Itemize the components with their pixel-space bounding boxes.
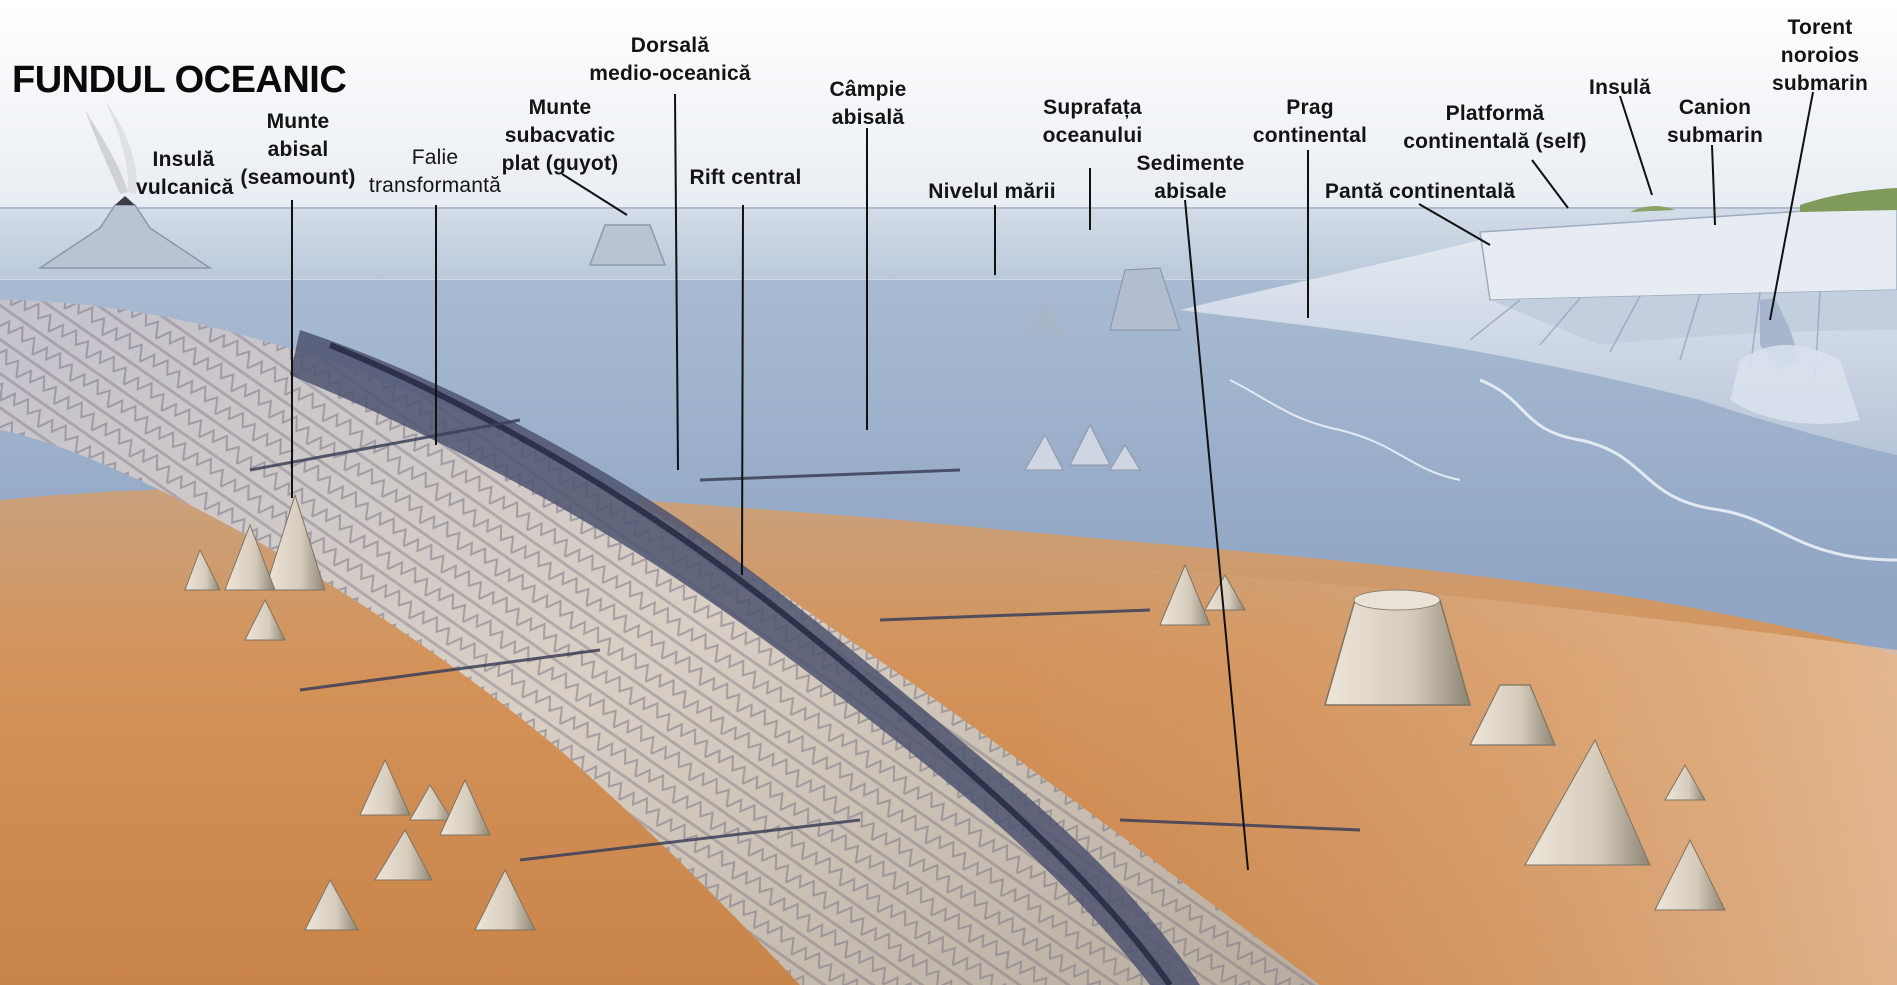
label-campie-abisala: Câmpie abisală bbox=[818, 76, 918, 132]
label-munte-subacvatic: Munte subacvatic plat (guyot) bbox=[490, 94, 630, 178]
label-panta-continentala: Pantă continentală bbox=[1310, 178, 1530, 206]
label-prag-continental: Prag continental bbox=[1245, 94, 1375, 150]
label-dorsala: Dorsală medio-oceanică bbox=[585, 32, 755, 88]
label-munte-abisal: Munte abisal (seamount) bbox=[233, 108, 363, 192]
label-torent-noroios: Torent noroios submarin bbox=[1760, 14, 1880, 98]
label-insula-vulcanica: Insulă vulcanică bbox=[136, 146, 231, 202]
label-canion-submarin: Canion submarin bbox=[1655, 94, 1775, 150]
label-nivelul-marii: Nivelul mării bbox=[912, 178, 1072, 206]
label-rift-central: Rift central bbox=[678, 164, 813, 192]
label-falie-transformanta: Falie transformantă bbox=[360, 144, 510, 200]
label-insula: Insulă bbox=[1580, 74, 1660, 102]
label-suprafata-oceanului: Suprafața oceanului bbox=[1030, 94, 1155, 150]
diagram-title: FUNDUL OCEANIC bbox=[12, 58, 346, 102]
label-platforma-continentala: Platformă continentală (self) bbox=[1390, 100, 1600, 156]
label-sedimente-abisale: Sedimente abisale bbox=[1128, 150, 1253, 206]
